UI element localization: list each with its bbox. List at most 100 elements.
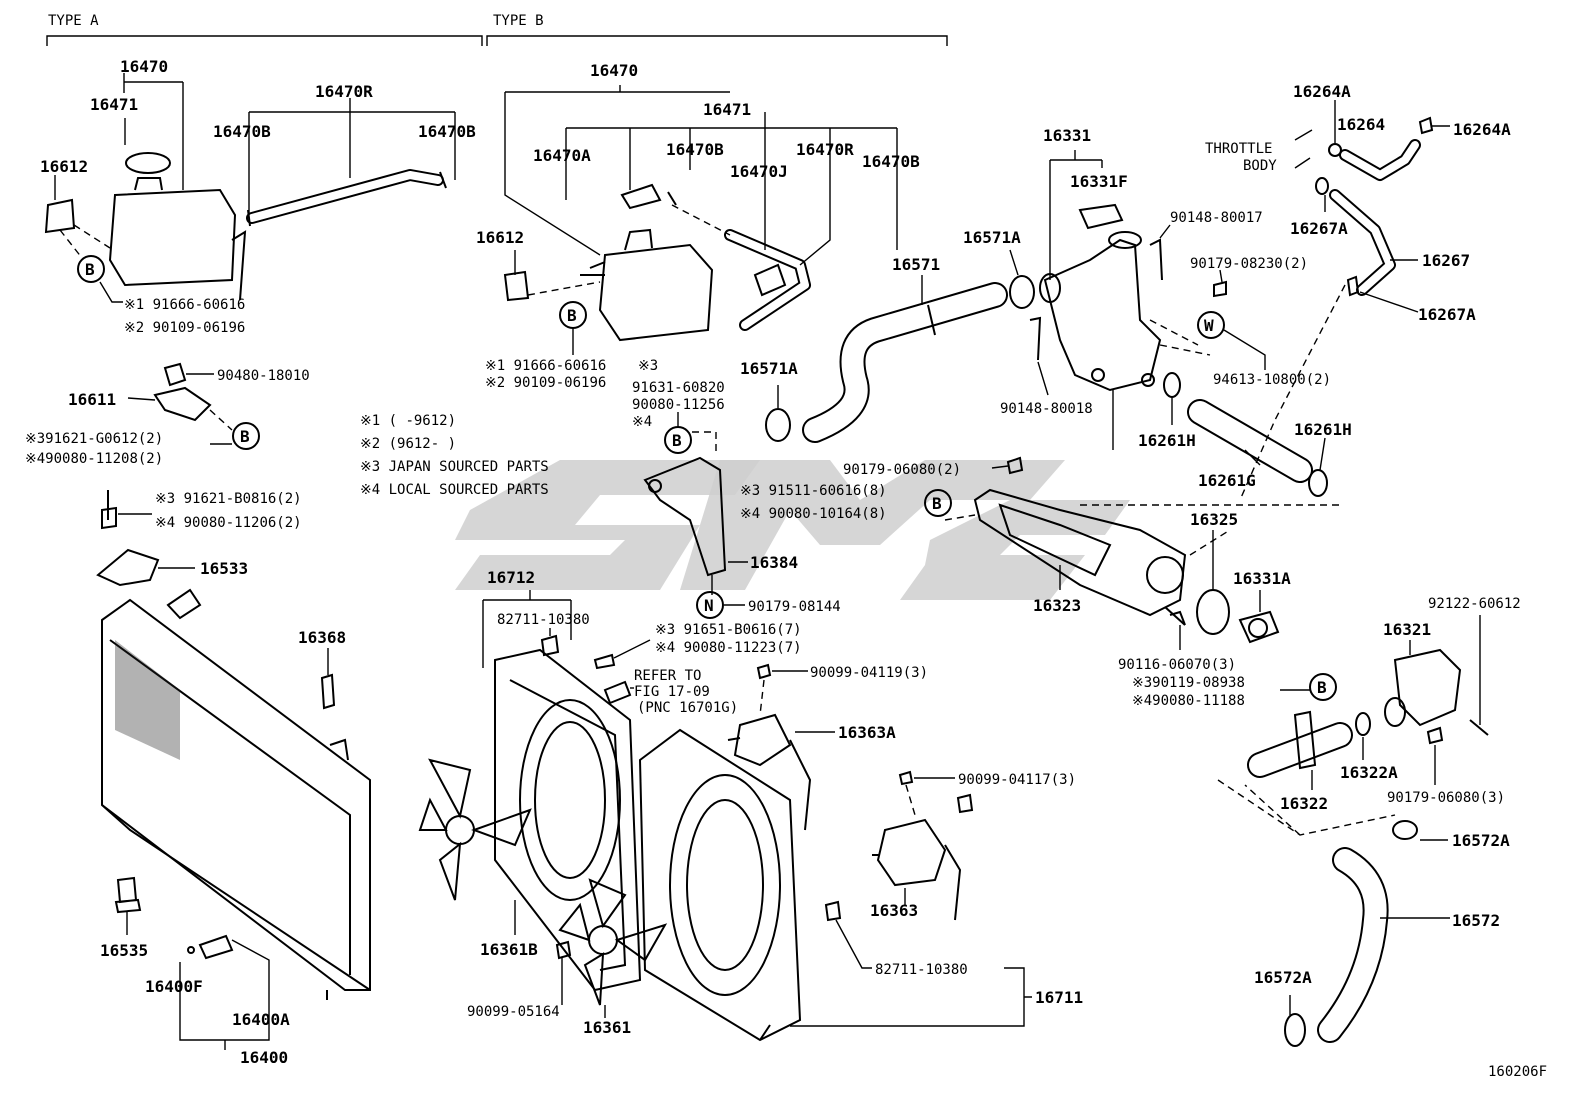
- part-number-label: 16611: [68, 390, 116, 409]
- leader-16261h-2: [1319, 437, 1326, 471]
- part-number-label: 16470R: [796, 140, 854, 159]
- type-a-header: TYPE A: [46, 13, 483, 46]
- part-number-label: 90099-05164: [467, 1004, 560, 1020]
- leader-16471-b: [565, 112, 898, 266]
- hoses-type-b: [667, 191, 811, 331]
- radiator-16400: [101, 588, 371, 1000]
- clamp-16571a-lower: [765, 385, 791, 442]
- part-number-label: TYPE B: [493, 13, 544, 29]
- part-number-label: 16361B: [480, 940, 538, 959]
- inlet-housing-16323: [973, 488, 1187, 626]
- screw-90099-04119: [756, 663, 808, 716]
- fan-motor-16363a: [727, 713, 835, 831]
- part-number-label: W: [1204, 316, 1214, 335]
- hose-16267: [1315, 177, 1419, 313]
- part-number-label: 90099-04117(3): [958, 772, 1076, 788]
- dash-w: [1149, 319, 1211, 356]
- type-b-header: TYPE B: [486, 13, 948, 46]
- part-number-label: 16384: [750, 553, 798, 572]
- legend-notes: ※1 ( -9612) ※2 (9612- ) ※3 JAPAN SOURCED…: [360, 413, 549, 498]
- part-number-label: 16400: [240, 1048, 288, 1067]
- water-inlet-16321: [1384, 615, 1489, 736]
- part-number-label: ※490080-11208(2): [25, 451, 163, 467]
- hose-16261g: [1163, 372, 1328, 497]
- throttle-body-label: THROTTLE BODY: [1205, 129, 1313, 174]
- reservoir-tank-type-a: [44, 152, 247, 301]
- part-number-label: 16264A: [1453, 120, 1511, 139]
- part-number-label: BODY: [1243, 158, 1277, 174]
- part-number-label: 16470: [590, 61, 638, 80]
- stud-90116-06070: [1164, 606, 1186, 650]
- leader-w: [1223, 329, 1266, 370]
- part-number-label: ※3 91651-B0616(7): [655, 622, 802, 638]
- part-number-label: B: [567, 306, 577, 325]
- part-number-label: 16264A: [1293, 82, 1351, 101]
- part-number-label: 91631-60820: [632, 380, 725, 396]
- part-number-label: 90179-06080(3): [1387, 790, 1505, 806]
- reservoir-tank-type-b: [503, 228, 714, 342]
- nut-90179-06080: [991, 456, 1024, 475]
- diagram-code: 160206F: [1488, 1064, 1547, 1080]
- part-number-label: 16612: [40, 157, 88, 176]
- leader-16470-a: [123, 73, 184, 190]
- part-number-label: 16363: [870, 901, 918, 920]
- water-outlet-16331: [1039, 231, 1162, 392]
- part-number-label: 16571: [892, 255, 940, 274]
- part-number-label: 16470B: [213, 122, 271, 141]
- part-number-label: 16322A: [1340, 763, 1398, 782]
- part-number-label: 16470J: [730, 162, 788, 181]
- part-number-label: B: [85, 260, 95, 279]
- dash-throttle: [1239, 284, 1346, 501]
- part-number-label: ※2 90109-06196: [124, 320, 245, 336]
- part-number-label: 16711: [1035, 988, 1083, 1007]
- part-number-label: 16470B: [418, 122, 476, 141]
- part-number-label: 90148-80017: [1170, 210, 1263, 226]
- part-number-label: ※3 JAPAN SOURCED PARTS: [360, 459, 549, 475]
- dash-to-bracket: [692, 431, 717, 455]
- part-number-label: 92122-60612: [1428, 596, 1521, 612]
- clip-82711-10380-a: [540, 628, 560, 657]
- part-number-label: THROTTLE: [1205, 141, 1272, 157]
- part-number-label: 16471: [90, 95, 138, 114]
- part-number-label: 16331F: [1070, 172, 1128, 191]
- leader-16261g: [1244, 449, 1261, 466]
- circle-b-marker: [77, 255, 105, 283]
- part-number-label: 16470B: [666, 140, 724, 159]
- part-number-label: 16264: [1337, 115, 1385, 134]
- dash-b-housing: [944, 504, 1340, 521]
- gasket-16322a: [1355, 712, 1371, 760]
- drain-cock-16535: [114, 876, 142, 935]
- part-number-label: 16571A: [740, 359, 798, 378]
- part-number-label: 16471: [703, 100, 751, 119]
- leader-16331: [1049, 150, 1103, 280]
- circle-b-marker: [924, 489, 952, 517]
- leader-16712: [482, 590, 572, 668]
- nut-90179-08230: [1213, 269, 1227, 298]
- part-number-label: 16363A: [838, 723, 896, 742]
- part-number-label: ※4 90080-11223(7): [655, 640, 802, 656]
- part-number-label: 16321: [1383, 620, 1431, 639]
- part-number-label: (PNC 16701G): [637, 700, 738, 716]
- part-number-label: 16612: [476, 228, 524, 247]
- part-number-label: ※2 (9612- ): [360, 436, 456, 452]
- fan-16361b: [418, 758, 532, 901]
- part-number-label: 16572: [1452, 911, 1500, 930]
- bolt-91651: [593, 639, 651, 670]
- part-number-label: 90179-06080(2): [843, 462, 961, 478]
- fan-shroud-16711: [638, 728, 802, 1042]
- part-number-label: 16533: [200, 559, 248, 578]
- part-number-label: FIG 17-09: [634, 684, 710, 700]
- part-number-label: 16325: [1190, 510, 1238, 529]
- hose-16470r-type-a: [246, 169, 447, 227]
- part-number-label: ※4 90080-10164(8): [740, 506, 887, 522]
- nut-90179-06080-3: [1426, 726, 1444, 785]
- bracket-16368: [320, 648, 336, 710]
- thermostat-16331a: [1238, 590, 1280, 644]
- screw-90099-05164: [555, 940, 572, 1005]
- part-number-label: 90099-04119(3): [810, 665, 928, 681]
- leader-16470-b: [504, 85, 730, 256]
- hose-16264: [1328, 100, 1450, 181]
- part-number-label: B: [672, 431, 682, 450]
- part-number-label: ※4 90080-11206(2): [155, 515, 302, 531]
- part-number-label: 94613-10800(2): [1213, 372, 1331, 388]
